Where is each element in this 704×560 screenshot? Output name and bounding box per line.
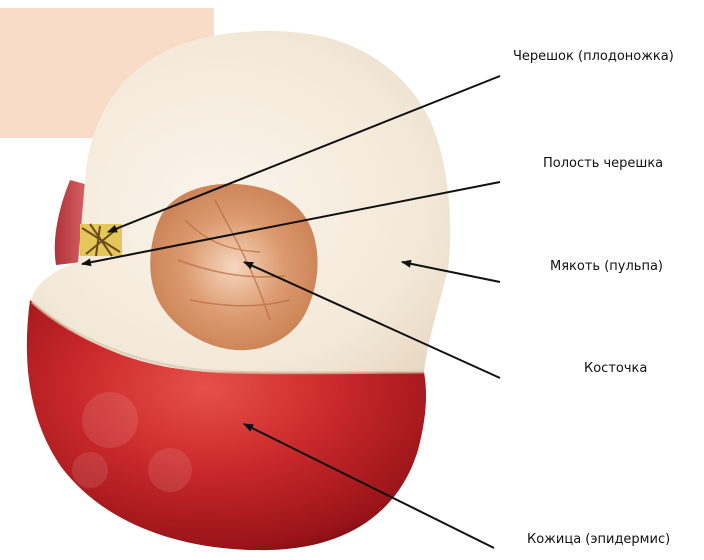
label-pit: Косточка (584, 361, 647, 377)
label-flesh: Мякоть (пульпа) (550, 259, 663, 275)
label-stem: Черешок (плодоножка) (513, 49, 674, 65)
label-skin: Кожица (эпидермис) (527, 532, 670, 548)
label-stem-cavity: Полость черешка (543, 156, 663, 172)
